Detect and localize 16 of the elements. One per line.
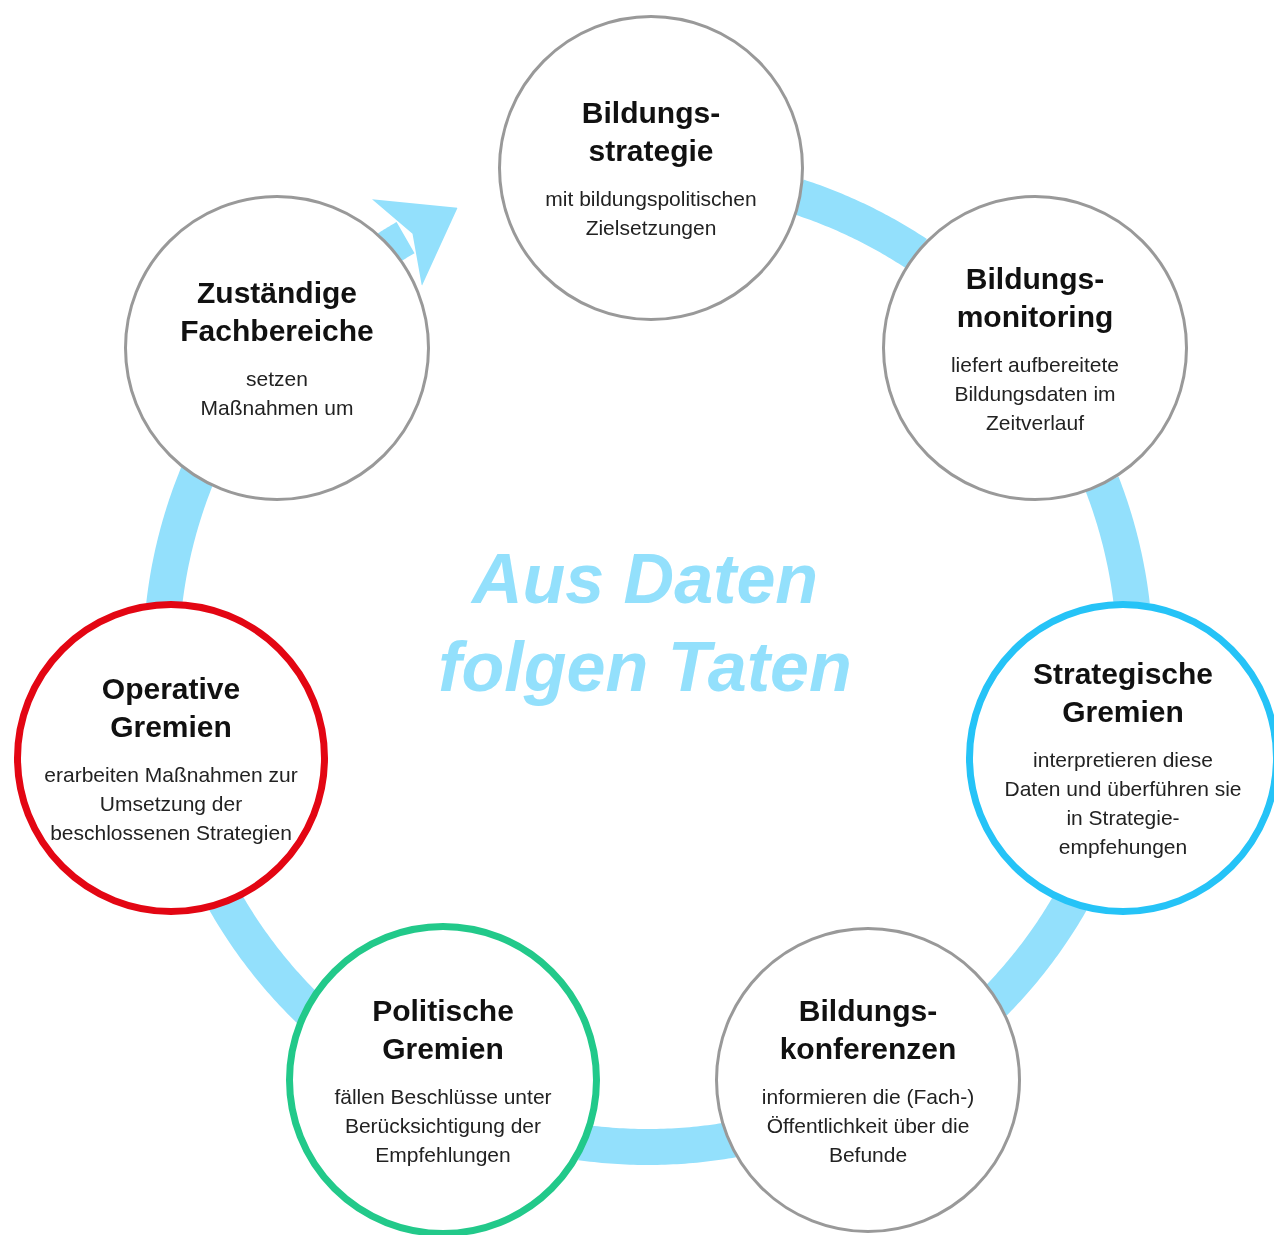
- stage-description: informieren die (Fach-) Öffentlichkeit über die Befunde: [760, 1083, 976, 1168]
- stage-description: setzen Maßnahmen um: [199, 366, 355, 421]
- stage-heading: Bildungs- konferenzen: [778, 992, 958, 1067]
- stage-heading: Bildungs- monitoring: [955, 260, 1115, 335]
- cycle-arrow: [369, 199, 458, 286]
- stage-heading: Politische Gremien: [371, 992, 515, 1067]
- stage-description: fällen Beschlüsse unter Berücksichtigung der Empfehlungen: [333, 1083, 553, 1168]
- stage-description: mit bildungspolitischen Zielsetzungen: [544, 186, 758, 241]
- stage-heading: Strategische Gremien: [1031, 656, 1215, 730]
- stage-heading: Bildungs- strategie: [580, 95, 722, 169]
- stage-heading: Zuständige Fachbereiche: [179, 275, 375, 349]
- stage-description: interpretieren diese Daten und überführen sie in Strategie- empfehungen: [1003, 747, 1243, 860]
- stage-heading: Operative Gremien: [100, 670, 242, 745]
- stage-description: erarbeiten Maßnahmen zur Umsetzung der beschlossenen Strategien: [43, 761, 299, 846]
- center-title: Aus Daten folgen Taten: [437, 539, 853, 708]
- stage-description: liefert aufbereitete Bildungsdaten im Zeitverlauf: [949, 351, 1121, 436]
